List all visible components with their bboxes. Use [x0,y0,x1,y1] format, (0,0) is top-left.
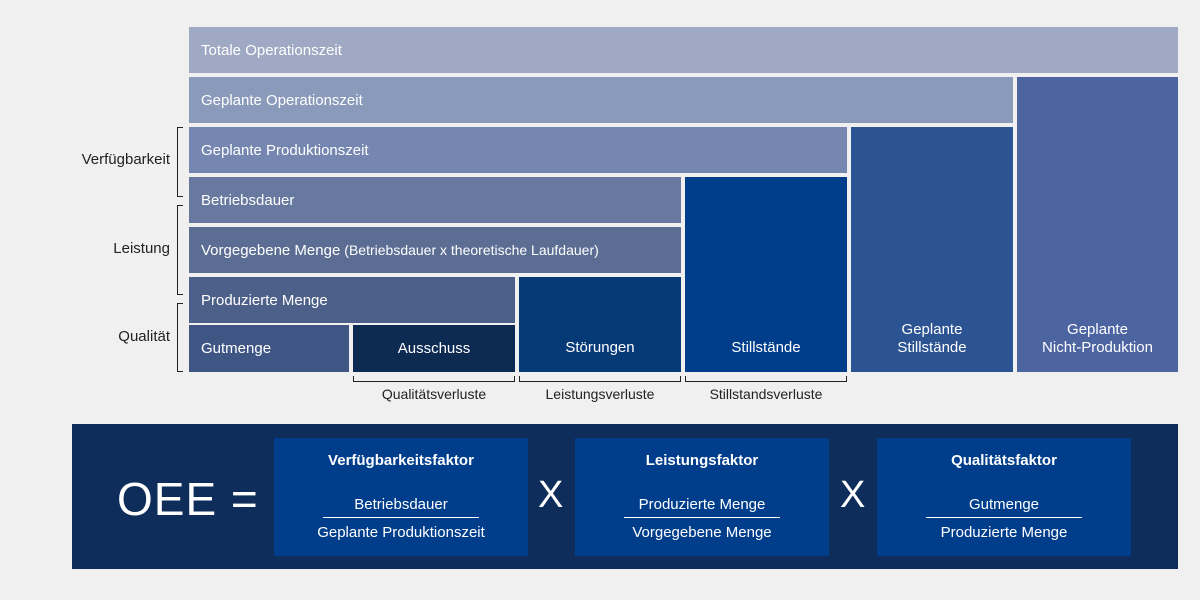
factor-denominator: Vorgegebene Menge [632,524,772,541]
fraction-line [624,517,780,518]
bar-label: Totale Operationszeit [201,41,342,59]
bar-label: Gutmenge [201,340,272,357]
bar-label: Produzierte Menge [201,291,328,309]
side-label-leistung: Leistung [113,240,170,257]
bar-label-line1: Geplante [1067,321,1128,338]
bracket-verfuegbarkeit [177,127,183,197]
factor-qualitaet: Qualitätsfaktor Gutmenge Produzierte Men… [877,438,1131,556]
bar-label: Vorgegebene Menge [201,241,341,259]
bar-label: Geplante Operationszeit [201,91,363,109]
side-label-verfuegbarkeit: Verfügbarkeit [81,151,170,168]
bracket-qualitaet [177,303,183,372]
bar-produzierte-menge: Produzierte Menge [189,277,515,323]
bar-label: Stillstände [731,339,801,356]
factor-numerator: Betriebsdauer [354,496,448,513]
bar-label-line2: Nicht-Produktion [1042,339,1153,356]
bar-betriebsdauer: Betriebsdauer [189,177,681,223]
bar-vorgegebene-menge: Vorgegebene Menge (Betriebsdauer x theor… [189,227,681,273]
factor-leistung: Leistungsfaktor Produzierte Menge Vorgeg… [575,438,829,556]
bar-stillstaende: Stillstände [685,177,847,372]
bar-totale-operationszeit: Totale Operationszeit [189,27,1178,73]
factor-verfuegbarkeit: Verfügbarkeitsfaktor Betriebsdauer Gepla… [274,438,528,556]
factor-numerator: Gutmenge [968,496,1040,513]
multiply-sign: X [538,474,564,516]
bar-label: Ausschuss [397,340,471,357]
bracket-leistungsverluste [519,376,681,382]
bar-geplante-stillstaende: Geplante Stillstände [851,127,1013,372]
bracket-leistung [177,205,183,295]
factor-denominator: Produzierte Menge [940,524,1068,541]
loss-label-leistungsverluste: Leistungsverluste [545,386,655,402]
bar-geplante-operationszeit: Geplante Operationszeit [189,77,1013,123]
side-label-qualitaet: Qualität [118,328,170,345]
bar-label: Betriebsdauer [201,191,295,209]
bracket-qualitaetsverluste [353,376,515,382]
oee-formula-panel: OEE = Verfügbarkeitsfaktor Betriebsdauer… [72,424,1178,569]
bar-label-line2: Stillstände [897,339,967,356]
bracket-stillstandsverluste [685,376,847,382]
factor-title: Qualitätsfaktor [951,452,1057,469]
bar-label: Geplante Produktionszeit [201,141,369,159]
bar-label: Störungen [565,339,635,356]
factor-denominator: Geplante Produktionszeit [317,524,485,541]
loss-label-stillstandsverluste: Stillstandsverluste [709,386,823,402]
bar-stoerungen: Störungen [519,277,681,372]
factor-title: Verfügbarkeitsfaktor [328,452,474,469]
bar-geplante-nicht-produktion: Geplante Nicht-Produktion [1017,77,1178,372]
oee-label: OEE = [117,473,259,525]
factor-numerator: Produzierte Menge [638,496,766,513]
fraction-line [323,517,479,518]
bar-label-line1: Geplante [901,321,963,338]
bar-geplante-produktionszeit: Geplante Produktionszeit [189,127,847,173]
loss-label-qualitaetsverluste: Qualitätsverluste [381,386,487,402]
bar-gutmenge: Gutmenge [189,325,349,372]
fraction-line [926,517,1082,518]
factor-title: Leistungsfaktor [645,452,759,469]
bar-ausschuss: Ausschuss [353,325,515,372]
bar-note: (Betriebsdauer x theoretische Laufdauer) [344,242,599,258]
multiply-sign: X [840,474,866,516]
